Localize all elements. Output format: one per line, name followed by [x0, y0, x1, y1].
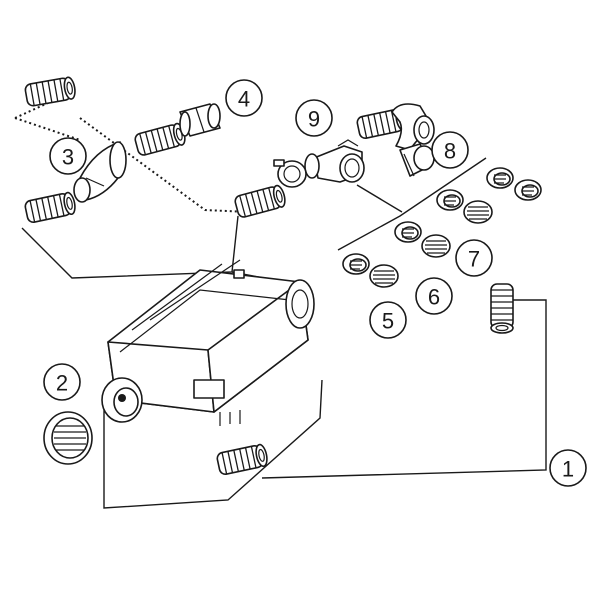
callout-9: 9	[295, 99, 333, 137]
outlet-bracket-lower	[337, 157, 487, 251]
grille-lower	[369, 264, 399, 288]
lead-line-1	[261, 299, 547, 479]
bracket-left-group	[21, 215, 239, 279]
reducer-piece	[399, 143, 435, 177]
callout-label-8: 8	[444, 139, 456, 164]
hose-center	[233, 183, 288, 220]
callout-label-4: 4	[238, 87, 250, 112]
hose-clamp	[273, 159, 307, 188]
bracket-bottom	[103, 379, 323, 509]
outlet-center	[394, 221, 422, 243]
callout-8: 8	[431, 131, 469, 169]
heater-label-plate	[193, 379, 225, 399]
grille-center	[421, 234, 451, 258]
y-piece	[73, 141, 127, 203]
callout-6: 6	[415, 277, 453, 315]
pipe-connector	[179, 103, 221, 137]
callout-label-9: 9	[308, 107, 320, 132]
hose-right-vertical	[490, 283, 514, 334]
large-grille	[43, 411, 93, 465]
dotted-line-top	[14, 91, 81, 141]
hose-top-left	[23, 75, 78, 108]
outlet-top-right	[486, 167, 514, 189]
outlet-bracket-upper	[356, 184, 403, 213]
callout-1: 1	[549, 449, 587, 487]
outlet-mid	[436, 189, 464, 211]
outlet-lower	[342, 253, 370, 275]
hose-left	[23, 190, 78, 225]
callout-label-7: 7	[468, 247, 480, 272]
hose-upper-middle	[133, 121, 188, 158]
callout-4: 4	[225, 79, 263, 117]
callout-label-3: 3	[62, 145, 74, 170]
callout-label-6: 6	[428, 285, 440, 310]
callout-2: 2	[43, 363, 81, 401]
t-piece	[304, 139, 365, 183]
callout-5: 5	[369, 301, 407, 339]
callout-label-2: 2	[56, 371, 68, 396]
callout-label-1: 1	[562, 457, 574, 482]
callout-label-5: 5	[382, 309, 394, 334]
callout-7: 7	[455, 239, 493, 277]
heater-outlet-port	[285, 279, 315, 329]
grille-mid	[463, 200, 493, 224]
heater-unit	[101, 259, 315, 426]
callout-3: 3	[49, 137, 87, 175]
outlet-far-right	[514, 179, 542, 201]
elbow-pipe	[391, 103, 435, 151]
